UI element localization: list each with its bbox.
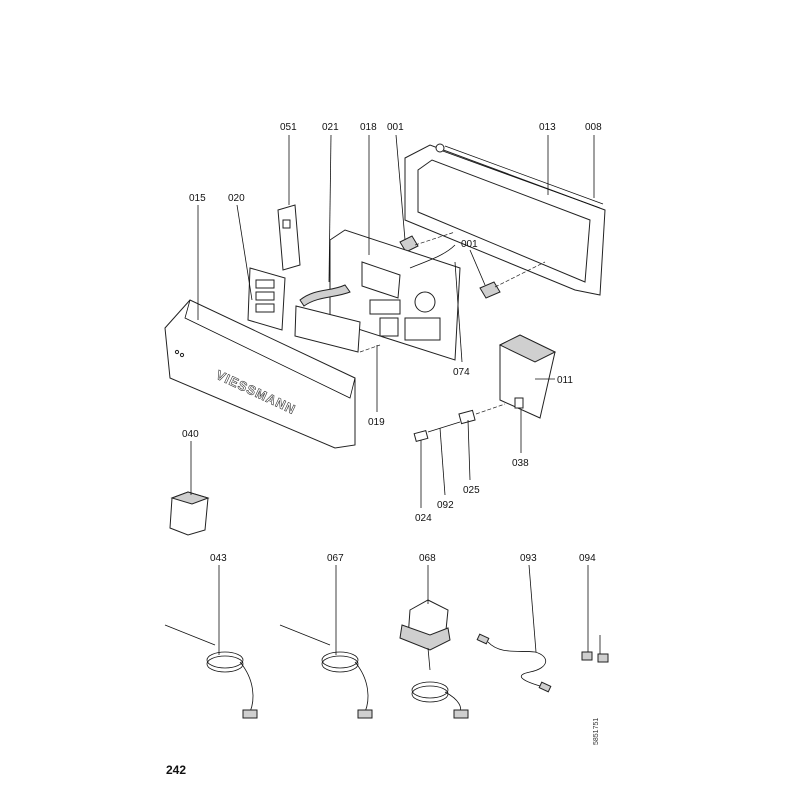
frame-013 <box>404 143 606 296</box>
drawing-code: 5851751 <box>593 718 600 745</box>
label-092: 092 <box>437 500 454 511</box>
label-013: 013 <box>539 122 556 133</box>
page-number: 242 <box>166 763 186 777</box>
label-067: 067 <box>327 553 344 564</box>
label-043: 043 <box>210 553 227 564</box>
label-094: 094 <box>579 553 596 564</box>
module-051 <box>277 204 301 271</box>
connectors-094 <box>581 635 609 663</box>
label-068: 068 <box>419 553 436 564</box>
label-001-upper: 001 <box>387 122 404 133</box>
label-021: 021 <box>322 122 339 133</box>
label-011: 011 <box>557 375 573 386</box>
label-020: 020 <box>228 193 245 204</box>
box-011 <box>498 334 557 419</box>
fuse-assembly <box>413 403 506 443</box>
cable-074 <box>409 244 456 269</box>
label-015: 015 <box>189 193 206 204</box>
label-025: 025 <box>463 485 480 496</box>
label-040: 040 <box>182 429 199 440</box>
cover-019 <box>294 305 361 353</box>
leader-lines <box>190 134 595 655</box>
control-panel-018 <box>329 229 461 361</box>
label-038: 038 <box>512 458 529 469</box>
label-093: 093 <box>520 553 537 564</box>
label-051: 051 <box>280 122 297 133</box>
clip-001-lower <box>479 281 501 299</box>
label-019: 019 <box>368 417 385 428</box>
sensor-067 <box>279 624 373 719</box>
label-024: 024 <box>415 513 432 524</box>
clip-001-upper <box>399 235 419 253</box>
cable-093 <box>476 633 552 693</box>
label-018: 018 <box>360 122 377 133</box>
label-001-lower: 001 <box>461 239 478 250</box>
transformer-040 <box>169 491 210 536</box>
ribbon-cable-021 <box>299 284 351 307</box>
sensor-043 <box>164 624 258 719</box>
module-020 <box>247 267 286 331</box>
clamp-sensor-068 <box>399 599 469 719</box>
label-074: 074 <box>453 367 470 378</box>
label-008: 008 <box>585 122 602 133</box>
